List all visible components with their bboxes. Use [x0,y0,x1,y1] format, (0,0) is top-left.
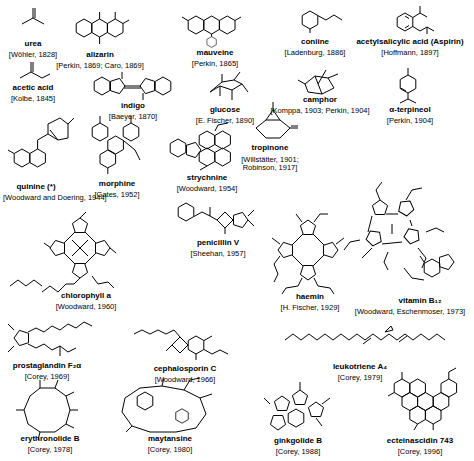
synthesis-credit: [Woodward, 1960] [56,303,117,311]
synthesis-credit: [Baeyer, 1870] [109,113,157,121]
compound-name: cephalosporin C [154,365,217,374]
compound-name: quinine (*) [16,183,55,192]
synthesis-credit: [Perkin, 1865] [192,60,238,68]
compound-name: mauveine [197,49,234,58]
synthesis-credit: [Woodward, Eschenmoser, 1973] [355,308,465,316]
compound-name: α-terpineol [389,106,430,115]
compound-name: tropinone [252,144,289,153]
compound-name: acetylsalicylic acid (Aspirin) [356,38,463,47]
compound-name: maytansine [148,435,192,444]
synthesis-credit: [Willstätter, 1901; Robinson, 1917] [228,156,312,173]
synthesis-credit: [Wöhler, 1828] [9,51,57,59]
compound-name: glucose [210,106,240,115]
compound-name: urea [25,40,42,49]
synthesis-credit: [Corey, 1978] [28,446,72,454]
compound-name: leukotriene A₄ [333,363,387,372]
compound-name: strychnine [187,174,227,183]
synthesis-credit: [Perkin, 1869; Caro, 1869] [56,62,144,70]
synthesis-credit: [Corey, 1980] [148,446,192,454]
compound-name: indigo [121,102,145,111]
synthesis-credit: [Kolbe, 1845] [11,95,55,103]
synthesis-credit: [H. Fischer, 1929] [281,304,340,312]
synthesis-credit: [Corey, 1969] [25,373,69,381]
synthesis-credit: [Woodward and Doering, 1944] [3,194,107,202]
compound-name: haemin [296,293,324,302]
compound-name: morphine [99,180,135,189]
synthesis-credit: [Komppa, 1903; Perkin, 1904] [270,107,369,115]
synthesis-credit: [Corey, 1988] [276,448,320,456]
compound-name: camphor [303,96,337,105]
compound-name: alizarin [86,51,114,60]
synthesis-credit: [Woodward, 1954] [177,185,238,193]
compound-name: penicillin V [197,239,239,248]
synthesis-credit: [Perkin, 1904] [387,117,433,125]
synthesis-credit: [E. Fischer, 1890] [196,117,254,125]
synthesis-credit: [Corey, 1996] [398,448,442,456]
compound-name: coniine [301,38,329,47]
compound-name: ginkgolide B [274,437,322,446]
compound-name: prostaglandin F₂α [13,362,81,371]
synthesis-credit: [Sheehan, 1957] [190,250,245,258]
compound-name: vitamin B₁₂ [399,297,442,306]
compound-name: chlorophyll a [61,292,111,301]
synthesis-credit: [Hoffmann, 1897] [381,49,438,57]
synthesis-credit: [Gates, 1952] [94,191,139,199]
synthesis-credit: [Corey, 1979] [338,374,382,382]
compound-name: erythronolide B [20,435,79,444]
compound-name: ecteinascidin 743 [387,437,453,446]
synthesis-credit: [Ladenburg, 1886] [285,49,346,57]
compound-name: acetic acid [13,84,54,93]
synthesis-credit: [Woodward, 1966] [155,376,216,384]
